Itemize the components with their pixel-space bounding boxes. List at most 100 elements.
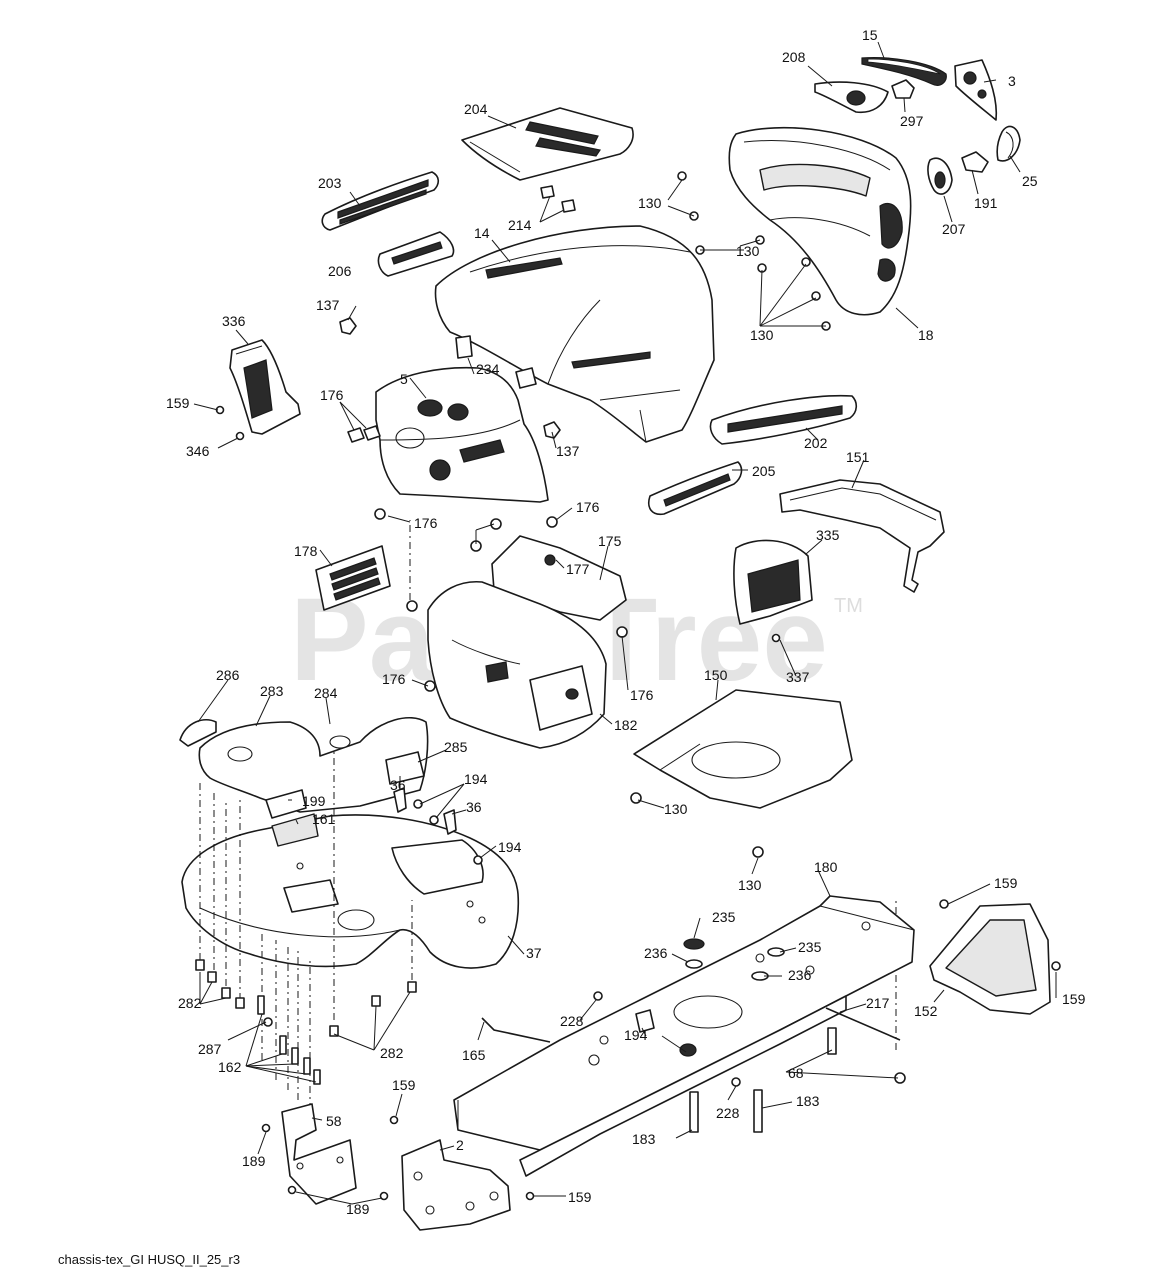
watermark-tm: TM: [834, 595, 863, 617]
callout-label: 159: [568, 1189, 592, 1205]
part-165-rod: [481, 1017, 551, 1043]
callout-label: 68: [788, 1065, 804, 1081]
callout-label: 177: [566, 561, 590, 577]
part-283-284-panel: [198, 717, 429, 813]
callout-label: 283: [260, 683, 284, 699]
callout-label: 130: [638, 195, 662, 211]
callout-label: 175: [598, 533, 622, 549]
callout-label: 5: [400, 371, 408, 387]
callout-label: 58: [326, 1113, 342, 1129]
part-150-floor-plate: [633, 689, 853, 809]
mount-centerlines: [199, 520, 897, 1110]
callout-label: 14: [474, 225, 490, 241]
callout-label: 151: [846, 449, 870, 465]
part-37-fender: [181, 814, 520, 969]
callout-labels: 15 208 3 297 204 25 191 207 203 130 214 …: [166, 27, 1086, 1217]
part-152-bracket: [929, 903, 1051, 1015]
part-5-dashboard: [375, 366, 549, 503]
fasteners-189: [261, 1123, 389, 1201]
part-2-front-bracket: [401, 1139, 511, 1231]
part-217-rod: [825, 1007, 901, 1041]
diagram-caption: chassis-tex_GI HUSQ_II_25_r3: [58, 1252, 240, 1267]
callout-label: 130: [738, 877, 762, 893]
callout-label: 182: [614, 717, 638, 733]
part-286-bracket: [179, 718, 217, 747]
callout-label: 285: [444, 739, 468, 755]
callout-label: 159: [392, 1077, 416, 1093]
fasteners-159-346: [215, 405, 245, 441]
callout-label: 228: [560, 1013, 584, 1029]
callout-label: 183: [796, 1093, 820, 1109]
callout-label: 228: [716, 1105, 740, 1121]
part-178-plate: [315, 545, 391, 611]
callout-label: 194: [464, 771, 488, 787]
callout-label: 336: [222, 313, 246, 329]
part-205-panel: [648, 461, 743, 516]
callout-label: 236: [644, 945, 668, 961]
callout-label: 152: [914, 1003, 938, 1019]
callout-label: 214: [508, 217, 532, 233]
callout-label: 130: [736, 243, 760, 259]
callout-label: 297: [900, 113, 924, 129]
part-208-bracket: [814, 81, 889, 114]
callout-label: 36: [390, 777, 406, 793]
callout-label: 176: [320, 387, 344, 403]
callout-label: 130: [750, 327, 774, 343]
callout-label: 236: [788, 967, 812, 983]
callout-label: 176: [576, 499, 600, 515]
callout-label: 202: [804, 435, 828, 451]
callout-label: 286: [216, 667, 240, 683]
callout-label: 159: [1062, 991, 1086, 1007]
callout-label: 162: [218, 1059, 242, 1075]
part-18-nose: [728, 126, 912, 316]
callout-label: 189: [346, 1201, 370, 1217]
part-235-236-spacers: [683, 938, 785, 981]
callout-label: 130: [664, 801, 688, 817]
callout-label: 191: [974, 195, 998, 211]
fasteners-159-right: [939, 899, 1061, 971]
callout-label: 194: [624, 1027, 648, 1043]
callout-label: 189: [242, 1153, 266, 1169]
part-137-clip-a: [339, 317, 357, 335]
part-206-panel: [377, 231, 455, 277]
callout-label: 15: [862, 27, 878, 43]
part-234-insert: [455, 335, 537, 389]
callout-label: 235: [798, 939, 822, 955]
part-336-shroud: [229, 339, 301, 435]
callout-label: 284: [314, 685, 338, 701]
callout-label: 176: [382, 671, 406, 687]
callout-label: 199: [302, 793, 326, 809]
part-58-bracket: [281, 1103, 357, 1205]
callout-label: 2: [456, 1137, 464, 1153]
callout-label: 180: [814, 859, 838, 875]
part-151-bracket: [779, 479, 945, 593]
part-204-hood: [461, 107, 634, 181]
callout-label: 287: [198, 1041, 222, 1057]
callout-label: 3: [1008, 73, 1016, 89]
callout-label: 235: [712, 909, 736, 925]
callout-label: 36: [466, 799, 482, 815]
callout-label: 207: [942, 221, 966, 237]
callout-label: 208: [782, 49, 806, 65]
part-297-clip: [891, 79, 915, 99]
callout-label: 206: [328, 263, 352, 279]
callout-label: 137: [316, 297, 340, 313]
part-207-light: [927, 157, 953, 195]
part-191-clip: [961, 151, 989, 173]
callout-label: 37: [526, 945, 542, 961]
part-180-frame: [453, 895, 915, 1177]
callout-label: 25: [1022, 173, 1038, 189]
part-182-lower-dash: [427, 580, 607, 749]
part-335-shroud: [733, 539, 813, 625]
callout-label: 150: [704, 667, 728, 683]
fastener-337: [771, 633, 781, 643]
callout-label: 205: [752, 463, 776, 479]
callout-label: 234: [476, 361, 500, 377]
callout-label: 194: [498, 839, 522, 855]
callout-label: 282: [178, 995, 202, 1011]
part-199-161-bracket: [265, 789, 319, 847]
fasteners-282-287-162: [195, 959, 417, 1085]
fasteners-176: [347, 425, 628, 692]
